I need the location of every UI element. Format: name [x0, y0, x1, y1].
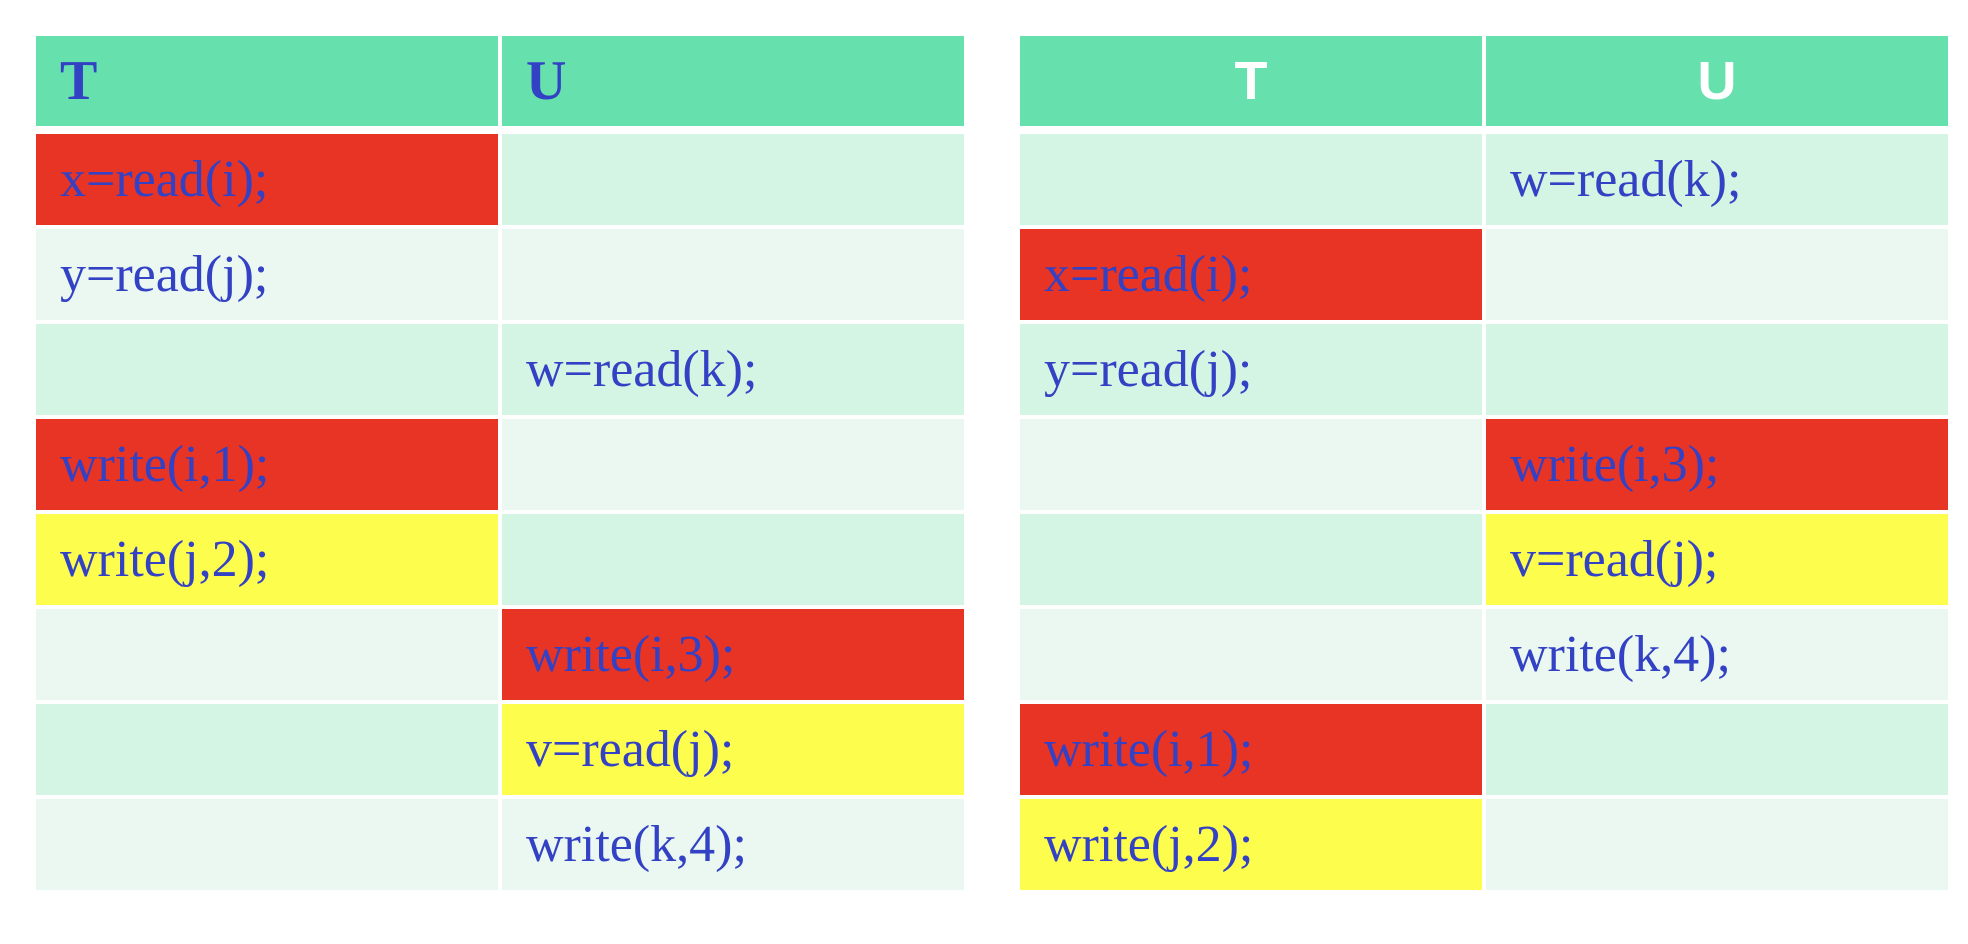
schedule-table-left: T U x=read(i); y=read(j); w=read(k); wri…: [36, 36, 964, 894]
cell-t: y=read(j);: [1020, 324, 1482, 415]
cell-t-highlighted-red: x=read(i);: [36, 134, 498, 225]
cell-u: w=read(k);: [1486, 134, 1948, 225]
table-row: write(k,4);: [1020, 609, 1948, 700]
table-row: v=read(j);: [36, 704, 964, 795]
cell-t: [1020, 514, 1482, 605]
cell-u: w=read(k);: [502, 324, 964, 415]
header-t: T: [1020, 36, 1482, 126]
header-t: T: [36, 36, 498, 126]
table-row: x=read(i);: [36, 134, 964, 225]
cell-t: [36, 704, 498, 795]
cell-t: y=read(j);: [36, 229, 498, 320]
header-u: U: [502, 36, 964, 126]
table-row: write(i,3);: [36, 609, 964, 700]
table-row: w=read(k);: [1020, 134, 1948, 225]
cell-t-highlighted-yellow: write(j,2);: [1020, 799, 1482, 890]
cell-u-highlighted-red: write(i,3);: [502, 609, 964, 700]
table-row: w=read(k);: [36, 324, 964, 415]
cell-u: write(k,4);: [502, 799, 964, 890]
cell-t: [1020, 134, 1482, 225]
cell-u: write(k,4);: [1486, 609, 1948, 700]
cell-u: [502, 229, 964, 320]
table-row: x=read(i);: [1020, 229, 1948, 320]
table-row: write(j,2);: [1020, 799, 1948, 890]
cell-t-highlighted-red: x=read(i);: [1020, 229, 1482, 320]
header-u: U: [1486, 36, 1948, 126]
cell-t-highlighted-yellow: write(j,2);: [36, 514, 498, 605]
table-row: v=read(j);: [1020, 514, 1948, 605]
cell-u: [1486, 799, 1948, 890]
cell-u-highlighted-yellow: v=read(j);: [1486, 514, 1948, 605]
cell-u: [1486, 704, 1948, 795]
cell-t-highlighted-red: write(i,1);: [36, 419, 498, 510]
schedule-table-right: T U w=read(k); x=read(i); y=read(j); wri…: [1020, 36, 1948, 894]
table-row: y=read(j);: [36, 229, 964, 320]
table-row: write(i,3);: [1020, 419, 1948, 510]
cell-u-highlighted-yellow: v=read(j);: [502, 704, 964, 795]
cell-u: [1486, 324, 1948, 415]
cell-u: [502, 419, 964, 510]
header-row: T U: [1020, 36, 1948, 126]
cell-t: [1020, 419, 1482, 510]
cell-t-highlighted-red: write(i,1);: [1020, 704, 1482, 795]
header-row: T U: [36, 36, 964, 126]
table-row: y=read(j);: [1020, 324, 1948, 415]
cell-u: [502, 134, 964, 225]
cell-t: [36, 324, 498, 415]
table-row: write(j,2);: [36, 514, 964, 605]
cell-t: [36, 799, 498, 890]
cell-t: [1020, 609, 1482, 700]
table-row: write(k,4);: [36, 799, 964, 890]
cell-u: [1486, 229, 1948, 320]
cell-u-highlighted-red: write(i,3);: [1486, 419, 1948, 510]
table-row: write(i,1);: [1020, 704, 1948, 795]
table-row: write(i,1);: [36, 419, 964, 510]
cell-t: [36, 609, 498, 700]
cell-u: [502, 514, 964, 605]
